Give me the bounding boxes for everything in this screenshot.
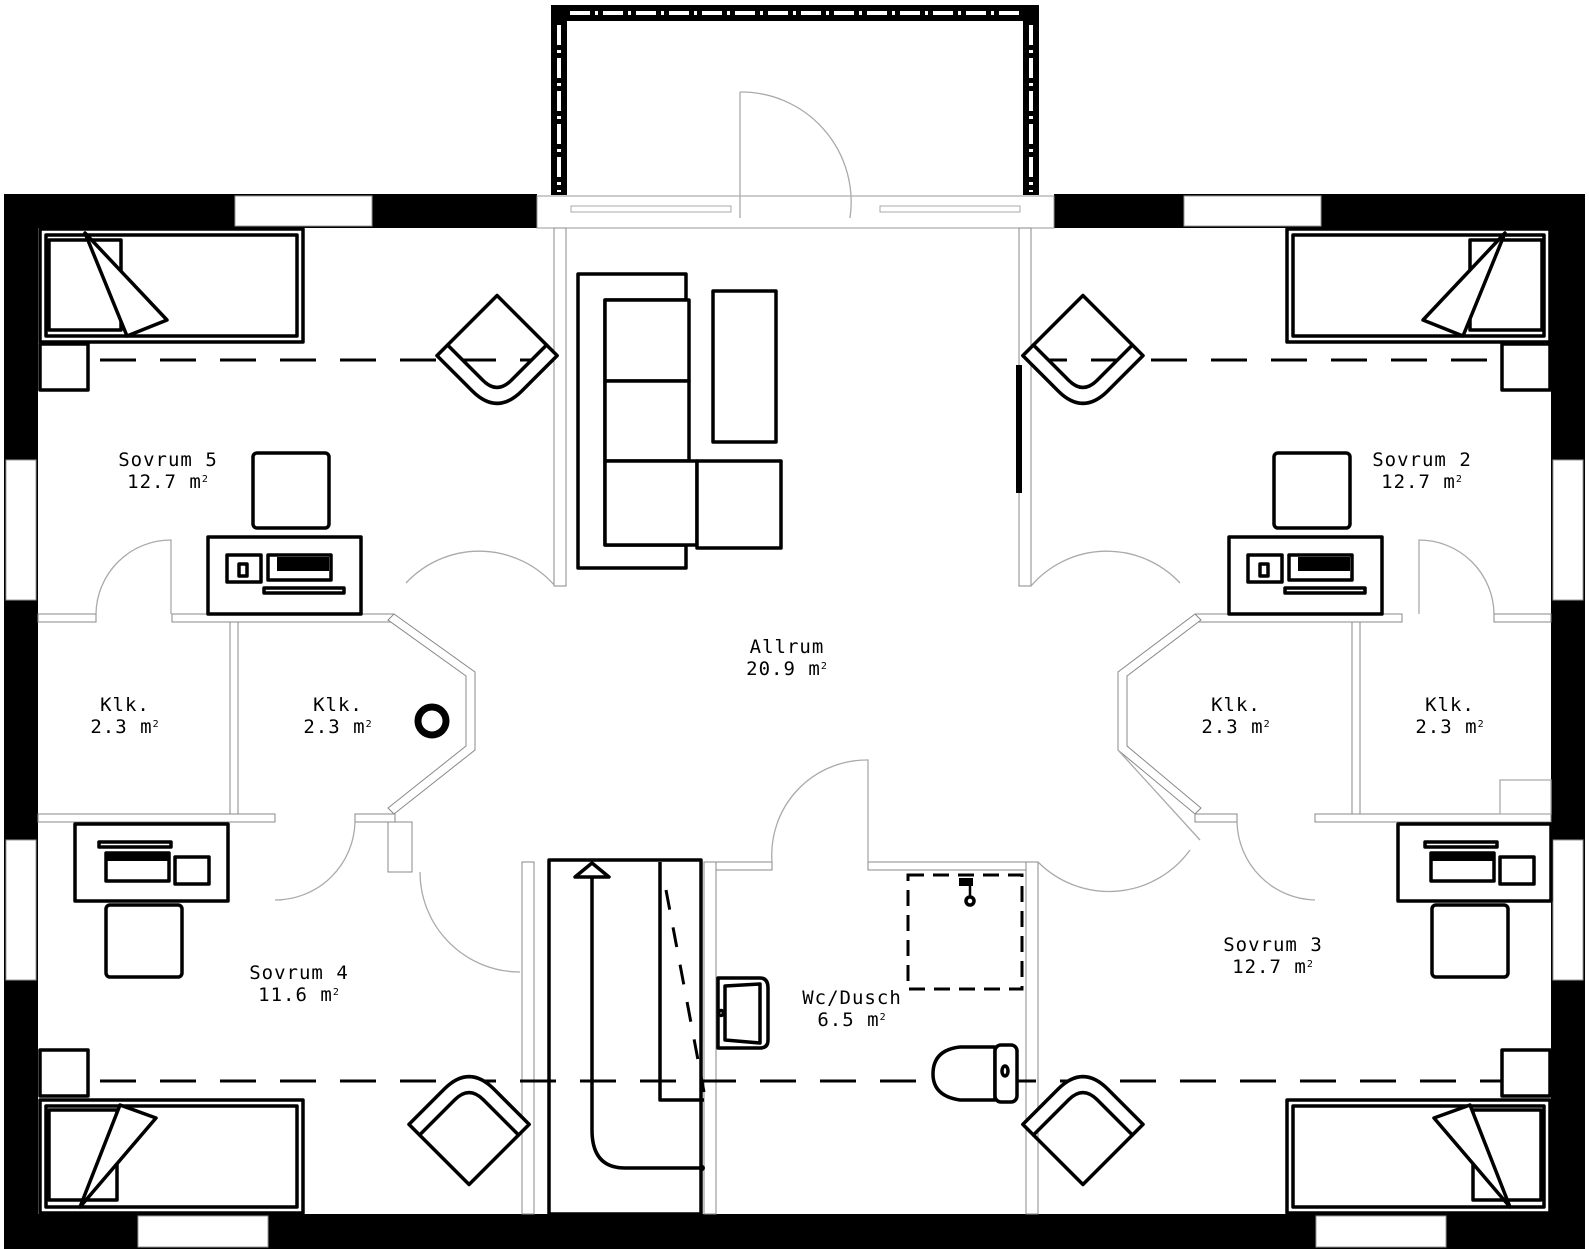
chair-icon xyxy=(1430,903,1510,979)
desk-icon xyxy=(73,822,230,979)
room-label-klk-2: Klk. 2.3 m2 xyxy=(303,694,373,738)
room-label-klk-3: Klk. 2.3 m2 xyxy=(1201,694,1271,738)
bed-icon xyxy=(1285,227,1552,392)
armchair-icon xyxy=(435,293,559,406)
chair-icon xyxy=(104,903,184,979)
sink-icon xyxy=(716,976,770,1050)
sofa-icon xyxy=(576,272,783,570)
balcony xyxy=(551,5,1039,195)
bed-icon xyxy=(38,227,305,392)
room-label-allrum: Allrum 20.9 m2 xyxy=(746,636,828,680)
desk-icon xyxy=(1396,822,1553,979)
armchair-icon xyxy=(1021,1074,1145,1187)
shower-area xyxy=(906,873,1024,991)
room-label-klk-1: Klk. 2.3 m2 xyxy=(90,694,160,738)
armchair-icon xyxy=(407,1074,531,1187)
interior-walls xyxy=(37,227,1552,1215)
exterior-walls xyxy=(4,91,1585,1249)
bed-icon xyxy=(1285,1048,1552,1215)
chair-icon xyxy=(251,451,331,530)
room-label-sovrum-3: Sovrum 3 12.7 m2 xyxy=(1223,934,1323,978)
desk-icon xyxy=(1227,451,1384,616)
room-label-sovrum-5: Sovrum 5 12.7 m2 xyxy=(118,449,218,493)
room-label-wc-dusch: Wc/Dusch 6.5 m2 xyxy=(802,987,902,1031)
toilet-icon xyxy=(931,1043,1019,1104)
armchair-icon xyxy=(1021,293,1145,406)
bed-icon xyxy=(38,1048,305,1215)
room-label-sovrum-4: Sovrum 4 11.6 m2 xyxy=(249,962,349,1006)
room-label-klk-4: Klk. 2.3 m2 xyxy=(1415,694,1485,738)
desk-icon xyxy=(206,451,363,616)
chair-icon xyxy=(1272,451,1352,530)
door-swings xyxy=(95,539,1552,973)
room-label-sovrum-2: Sovrum 2 12.7 m2 xyxy=(1372,449,1472,493)
chimney-icon xyxy=(414,703,450,739)
coffee-table xyxy=(711,289,778,444)
stair-icon xyxy=(547,858,706,1216)
